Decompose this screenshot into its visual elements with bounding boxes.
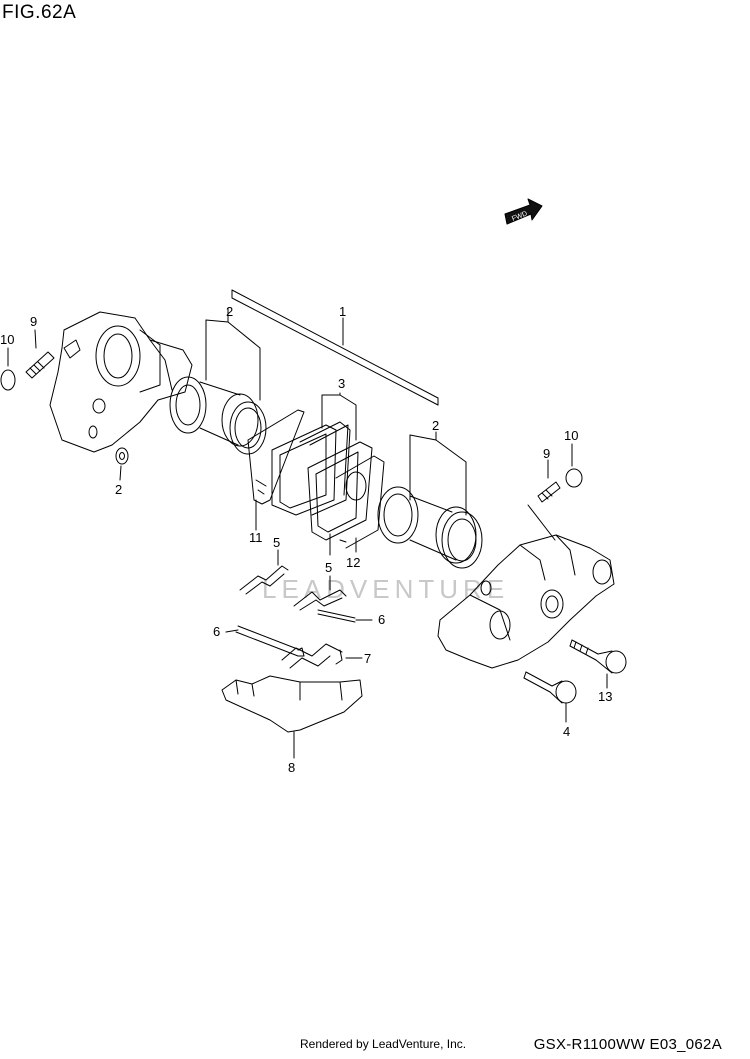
assembly-bracket bbox=[231, 289, 439, 406]
callout-cover: 8 bbox=[288, 760, 295, 775]
pad-pin-right bbox=[317, 609, 373, 623]
callout-bolt-upper: 13 bbox=[598, 689, 612, 704]
left-caliper-half bbox=[49, 311, 193, 453]
callout-cap-left: 10 bbox=[0, 332, 14, 347]
bleeder-screw-right bbox=[527, 459, 561, 541]
piston-upper bbox=[169, 307, 267, 455]
callout-spring-lower: 5 bbox=[325, 560, 332, 575]
callout-cap-right: 10 bbox=[564, 428, 578, 443]
callout-shim-left: 11 bbox=[249, 530, 263, 545]
callout-bleeder-left: 9 bbox=[30, 314, 37, 329]
bolt-lower bbox=[523, 671, 577, 723]
right-caliper-half bbox=[437, 534, 615, 669]
retaining-clip bbox=[281, 643, 363, 669]
callout-pad-set: 3 bbox=[338, 376, 345, 391]
bleeder-cap-right bbox=[565, 443, 583, 488]
callout-piston-upper: 2 bbox=[226, 304, 233, 319]
brake-pad-lower bbox=[307, 441, 385, 556]
callout-spring-upper: 5 bbox=[273, 535, 280, 550]
spring-lower bbox=[293, 575, 347, 611]
callout-bleeder-right: 9 bbox=[543, 446, 550, 461]
forward-arrow-icon: FWD bbox=[504, 198, 543, 225]
callout-shim-right: 12 bbox=[346, 555, 360, 570]
bleeder-cap-left bbox=[0, 347, 16, 391]
spring-upper bbox=[239, 549, 289, 595]
callout-labels: 1 2 2 2 3 4 5 5 6 6 7 8 9 9 10 10 11 12 … bbox=[0, 304, 612, 775]
washer-left bbox=[115, 447, 129, 481]
callout-pin-left: 6 bbox=[213, 624, 220, 639]
rendered-by-credit: Rendered by LeadVenture, Inc. bbox=[300, 1037, 467, 1051]
watermark-text: LEADVENTURE bbox=[262, 574, 509, 604]
bolt-upper bbox=[569, 639, 627, 689]
figure-title: FIG.62A bbox=[2, 2, 77, 23]
callout-clip: 7 bbox=[364, 651, 371, 666]
shim-left bbox=[247, 409, 305, 531]
callout-bolt-lower: 4 bbox=[563, 724, 570, 739]
callout-washer: 2 bbox=[115, 482, 122, 497]
model-code: GSX-R1100WW E03_062A bbox=[533, 1036, 722, 1053]
callout-piston-lower: 2 bbox=[432, 418, 439, 433]
piston-lower bbox=[377, 431, 483, 569]
callout-pin-right: 6 bbox=[378, 612, 385, 627]
brake-pad-set bbox=[271, 392, 357, 516]
caliper-cover bbox=[221, 675, 363, 759]
callout-assembly: 1 bbox=[339, 304, 346, 319]
bleeder-screw-left bbox=[25, 329, 55, 379]
